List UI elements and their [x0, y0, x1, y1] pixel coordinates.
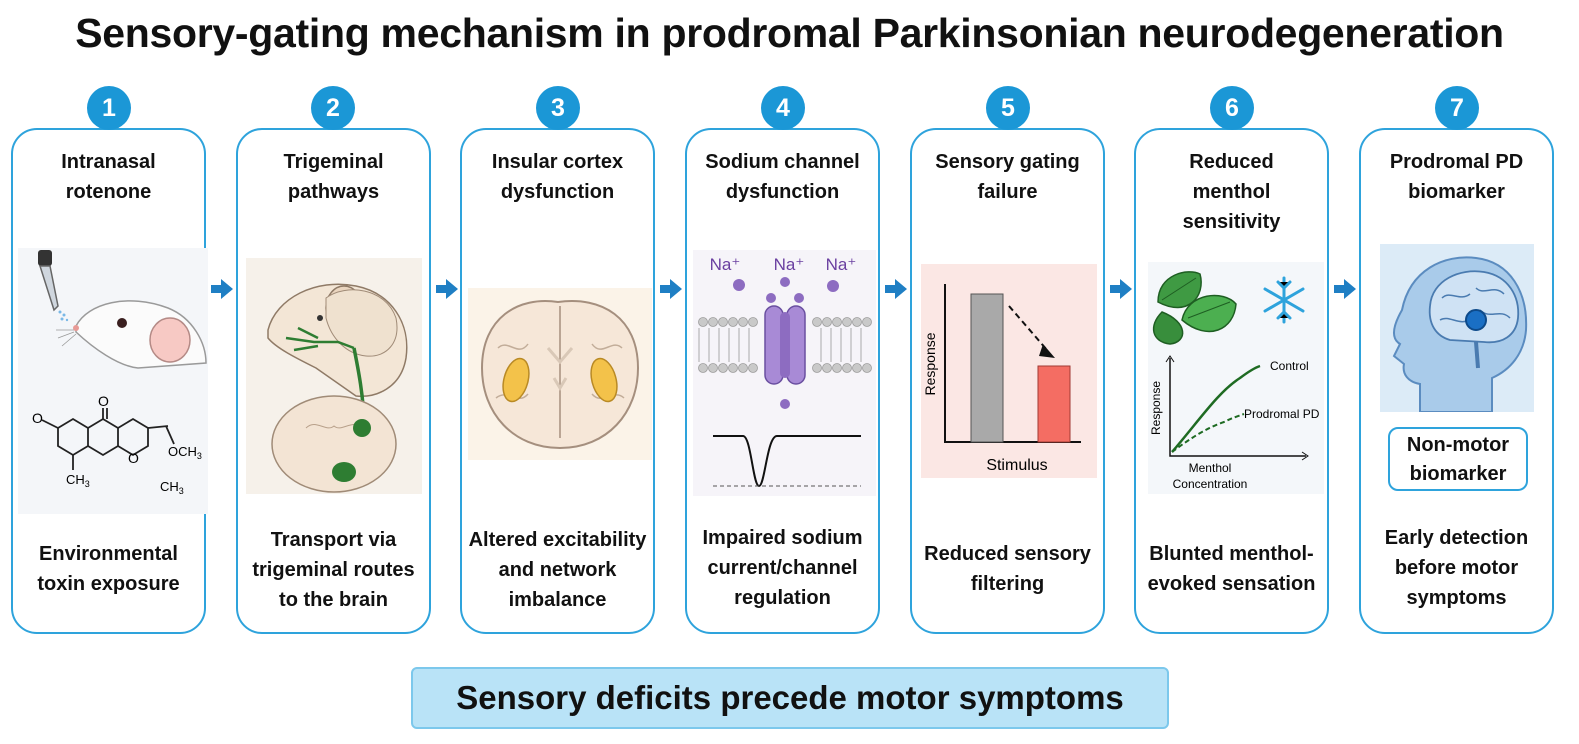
- summary-banner: Sensory deficits precede motor symptoms: [411, 667, 1169, 729]
- svg-text:Menthol: Menthol: [1189, 461, 1232, 475]
- human-head-brain-icon: [1380, 244, 1534, 412]
- arrow-right-icon: [1334, 279, 1356, 299]
- non-motor-biomarker-box: Non-motor biomarker: [1388, 427, 1528, 491]
- step-number-badge-6: 6: [1210, 86, 1254, 130]
- svg-text:OCH3: OCH3: [168, 444, 202, 461]
- step-number-badge-4: 4: [761, 86, 805, 130]
- rotenone-illustration: O O O OCH3 CH3 CH3: [18, 248, 208, 514]
- arrow-right-icon: [211, 279, 233, 299]
- step-title-3: Insular cortex dysfunction: [491, 151, 624, 203]
- snowflake-icon: [1263, 276, 1305, 324]
- step-description-6: Blunted menthol- evoked sensation: [1147, 543, 1316, 595]
- svg-text:O: O: [32, 410, 43, 426]
- step-number-badge-3: 3: [536, 86, 580, 130]
- arrow-right-icon: [1110, 279, 1132, 299]
- svg-text:Na⁺: Na⁺: [826, 255, 857, 274]
- brain-coronal-icon: [468, 288, 652, 460]
- rat-head-trigeminal-icon: [246, 258, 422, 494]
- step-title-1: Intranasal rotenone: [61, 151, 156, 203]
- arrow-right-icon: [660, 279, 682, 299]
- page-title: Sensory-gating mechanism in prodromal Pa…: [75, 10, 1504, 56]
- mint-leaf-icon: [1152, 271, 1237, 345]
- step-title-6: Reduced menthol sensitivity: [1182, 151, 1281, 233]
- rat-icon: [56, 300, 207, 369]
- step-description-1: Environmental toxin exposure: [37, 543, 180, 595]
- step-number-badge-1: 1: [87, 86, 131, 130]
- step-title-7: Prodromal PD biomarker: [1389, 151, 1524, 203]
- svg-text:O: O: [98, 393, 109, 409]
- step-description-5: Reduced sensory filtering: [924, 543, 1091, 595]
- step-title-4: Sodium channel dysfunction: [705, 151, 860, 203]
- svg-text:Na⁺: Na⁺: [710, 255, 741, 274]
- svg-text:Control: Control: [1270, 359, 1309, 373]
- step-title-2: Trigeminal pathways: [283, 151, 384, 203]
- menthol-illustration: Response Menthol Concentration Control P…: [1148, 262, 1324, 494]
- step-description-3: Altered excitability and network imbalan…: [468, 529, 647, 611]
- svg-text:Response: Response: [1149, 381, 1163, 435]
- svg-text:Prodromal PD: Prodromal PD: [1244, 407, 1320, 421]
- bar-chart-icon: Response Stimulus: [921, 264, 1097, 478]
- rotenone-molecule-icon: [41, 408, 175, 470]
- arrow-right-icon: [436, 279, 458, 299]
- svg-text:Concentration: Concentration: [1173, 477, 1248, 491]
- step-description-4: Impaired sodium current/channel regulati…: [702, 527, 863, 609]
- arrow-right-icon: [885, 279, 907, 299]
- svg-text:CH3: CH3: [66, 472, 90, 489]
- ion-channel-icon: Na⁺ Na⁺ Na⁺: [693, 250, 876, 496]
- step-number-badge-2: 2: [311, 86, 355, 130]
- step-number-badge-7: 7: [1435, 86, 1479, 130]
- step-description-2: Transport via trigeminal routes to the b…: [252, 529, 415, 611]
- svg-text:Response: Response: [922, 332, 938, 395]
- dropper-icon: [38, 250, 69, 322]
- svg-text:Stimulus: Stimulus: [986, 457, 1047, 474]
- svg-text:Na⁺: Na⁺: [774, 255, 805, 274]
- step-description-7: Early detection before motor symptoms: [1384, 527, 1529, 609]
- step-number-badge-5: 5: [986, 86, 1030, 130]
- svg-text:O: O: [128, 450, 139, 466]
- svg-text:CH3: CH3: [160, 479, 184, 496]
- step-title-5: Sensory gating failure: [935, 151, 1080, 203]
